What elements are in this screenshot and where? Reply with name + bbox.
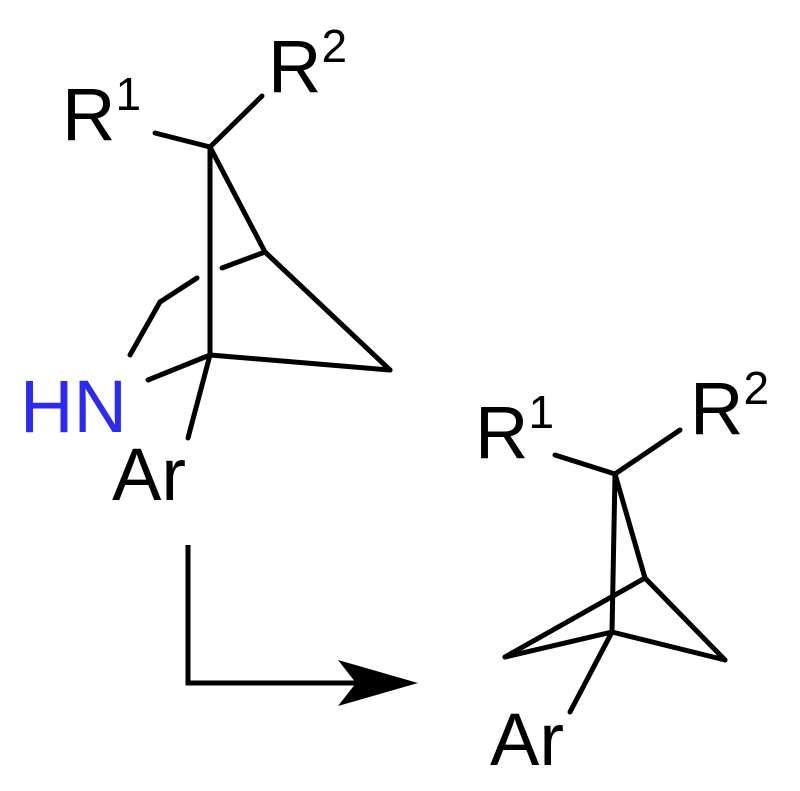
bond-p-c1-c4 [609, 471, 618, 635]
r2-label-product: R2 [690, 362, 769, 450]
bond-ch2-ch2-b [157, 275, 200, 305]
bond-c2-c3 [262, 249, 393, 373]
bond-c1-r2 [207, 93, 265, 150]
bond-c2-ch2-a [219, 249, 268, 271]
bond-c1-r1 [152, 130, 213, 150]
arrow-head [338, 660, 418, 706]
bond-c3-c4 [207, 352, 393, 373]
reaction-arrow [185, 545, 418, 706]
r1-label-product: R1 [475, 386, 554, 474]
bond-p-c1-r1 [552, 452, 618, 477]
bond-c4-ar [185, 352, 213, 441]
ar-label-reactant: Ar [112, 433, 186, 516]
bond-p-c2-c3 [642, 575, 728, 663]
r1-label: R1 [62, 68, 141, 156]
bond-n-c4 [145, 352, 213, 383]
nh-label: HN [20, 365, 127, 448]
reactant-structure: R1 R2 HN Ar [20, 20, 393, 516]
bond-p-c5-c4 [502, 629, 615, 660]
bond-ch2-n [127, 299, 163, 358]
r2-label: R2 [268, 20, 347, 108]
ar-label-product: Ar [490, 698, 564, 781]
bond-p-c4-ar [567, 629, 615, 715]
bond-p-c1-c2 [612, 471, 648, 581]
bond-p-c2-c5 [502, 575, 648, 660]
bond-p-c3-c4 [609, 629, 728, 663]
product-structure: R1 R2 Ar [475, 362, 769, 781]
bond-p-c1-r2 [612, 427, 683, 477]
bond-c1-c2 [207, 144, 268, 255]
arrow-shaft [185, 545, 360, 686]
